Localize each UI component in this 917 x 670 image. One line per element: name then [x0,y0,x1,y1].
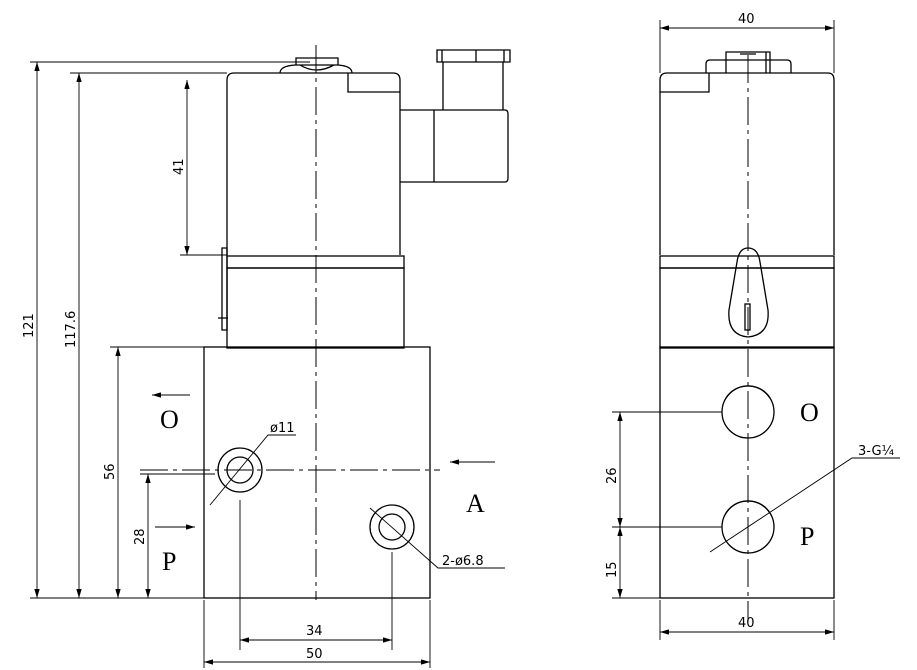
dim-40-bottom: 40 [738,616,755,631]
manual-override-lever [728,247,769,338]
dim-2-o6-8: 2-ø6.8 [442,554,484,569]
dim-40-top: 40 [738,12,755,27]
front-port-p-label: P [800,522,814,551]
valve-block [203,346,431,599]
port-p-label: P [162,547,176,576]
front-port-o-label: O [800,398,819,427]
dim-28: 28 [133,528,148,545]
front-view: O P 40 40 26 15 3-G¼ [605,12,900,640]
dim-41: 41 [172,158,187,175]
dim-34: 34 [306,624,323,639]
port-o-hole [217,447,263,493]
side-view: 121 117.6 41 56 28 34 50 ø11 2-ø6.8 O P … [22,45,511,668]
connector [400,49,511,183]
dim-56: 56 [103,463,118,480]
port-a-label: A [466,489,485,518]
dim-121: 121 [22,313,37,338]
coil-body-front [659,72,835,255]
dim-26: 26 [605,467,620,484]
dim-117-6: 117.6 [64,311,79,348]
coil-body [226,72,401,255]
dim-3-g1-4: 3-G¼ [858,444,895,459]
dim-15: 15 [605,561,620,578]
dim-50: 50 [306,647,323,662]
port-o-label: O [160,405,179,434]
port-p-hole [369,504,415,550]
dim-o11: ø11 [270,421,295,436]
